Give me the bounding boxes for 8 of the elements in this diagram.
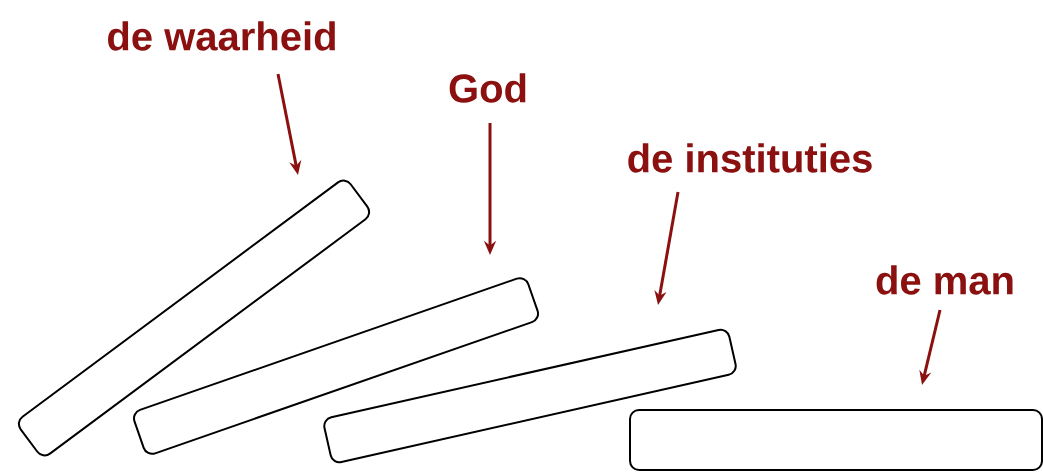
- domino-bar: [323, 328, 737, 464]
- label-text: de instituties: [628, 143, 872, 173]
- domino-bar: [133, 277, 539, 455]
- label-text: de waarheid: [108, 21, 335, 51]
- domino-bar: [17, 179, 371, 457]
- label-text: God: [449, 73, 526, 103]
- label-text: de man: [876, 265, 1013, 295]
- domino-bar: [629, 409, 1043, 471]
